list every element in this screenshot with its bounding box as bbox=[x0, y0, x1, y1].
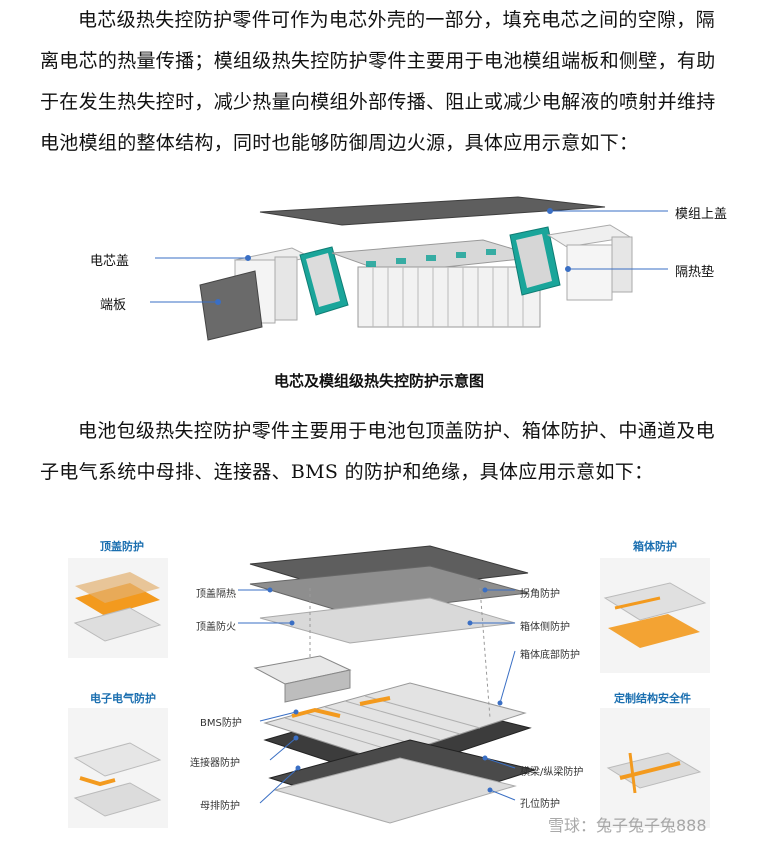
right-bracket bbox=[546, 224, 633, 301]
panel-title-box: 箱体防护 bbox=[633, 540, 677, 553]
top-fireproof-layer bbox=[259, 597, 516, 644]
panel-title-electrical: 电子电气防护 bbox=[90, 692, 156, 705]
panel-custom-structure-image bbox=[600, 708, 710, 828]
label-box-side: 箱体侧防护 bbox=[520, 622, 570, 633]
watermark: 雪球：兔子兔子兔888 bbox=[548, 816, 707, 835]
para1-line-1: 电芯级热失控防护零件可作为电芯外壳的一部分，填充电芯之间的空隙，隔 bbox=[78, 9, 715, 31]
panel-box-image bbox=[600, 558, 710, 673]
panel-electrical-image bbox=[68, 708, 168, 828]
para1-line-3: 于在发生热失控时，减少热量向模组外部传播、阻止或减少电解液的喷射并维持 bbox=[40, 91, 716, 113]
label-corner: 拐角防护 bbox=[520, 589, 560, 600]
pack-cells bbox=[263, 682, 527, 761]
para1-line-2: 离电芯的热量传播；模组级热失控防护零件主要用于电池模组端板和侧壁，有助 bbox=[40, 50, 716, 72]
para2-line-1: 电池包级热失控防护零件主要用于电池包顶盖防护、箱体防护、中通道及电 bbox=[78, 420, 715, 442]
label-top-insulation: 顶盖隔热 bbox=[196, 589, 236, 600]
label-hole: 孔位防护 bbox=[520, 799, 560, 810]
figure1-caption: 电芯及模组级热失控防护示意图 bbox=[273, 372, 484, 390]
panel-title-top-cover: 顶盖防护 bbox=[100, 540, 144, 553]
paragraph-1: 电芯级热失控防护零件可作为电芯外壳的一部分，填充电芯之间的空隙，隔 离电芯的热量… bbox=[40, 0, 730, 164]
label-beam: 横梁/纵梁防护 bbox=[520, 767, 584, 778]
label-connector: 连接器防护 bbox=[190, 758, 240, 769]
panel-title-custom: 定制结构安全件 bbox=[614, 692, 691, 705]
module-exploded-figure bbox=[150, 196, 668, 341]
label-top-cover: 模组上盖 bbox=[675, 207, 728, 222]
label-end-plate: 端板 bbox=[100, 298, 127, 313]
para2-line-2: 子电气系统中母排、连接器、BMS 的防护和绝缘，具体应用示意如下： bbox=[40, 461, 654, 483]
pack-exploded-figure bbox=[68, 545, 710, 828]
label-cell-cover: 电芯盖 bbox=[90, 254, 130, 269]
top-insulation-layer bbox=[249, 565, 529, 615]
label-top-fireproof: 顶盖防火 bbox=[196, 622, 236, 633]
end-plate bbox=[199, 270, 263, 341]
label-busbar: 母排防护 bbox=[200, 801, 240, 812]
para1-line-4: 电池模组的整体结构，同时也能够防御周边火源，具体应用示意如下： bbox=[40, 132, 639, 154]
label-bms: BMS防护 bbox=[200, 718, 242, 729]
label-insulation-pad: 隔热垫 bbox=[675, 265, 715, 280]
label-box-bottom: 箱体底部防护 bbox=[520, 650, 580, 661]
paragraph-2: 电池包级热失控防护零件主要用于电池包顶盖防护、箱体防护、中通道及电 子电气系统中… bbox=[40, 411, 730, 493]
panel-top-cover-image bbox=[68, 558, 168, 658]
busbar-orange bbox=[291, 707, 341, 718]
cell-stack bbox=[331, 239, 541, 328]
module-top-cover-plate bbox=[259, 196, 606, 226]
